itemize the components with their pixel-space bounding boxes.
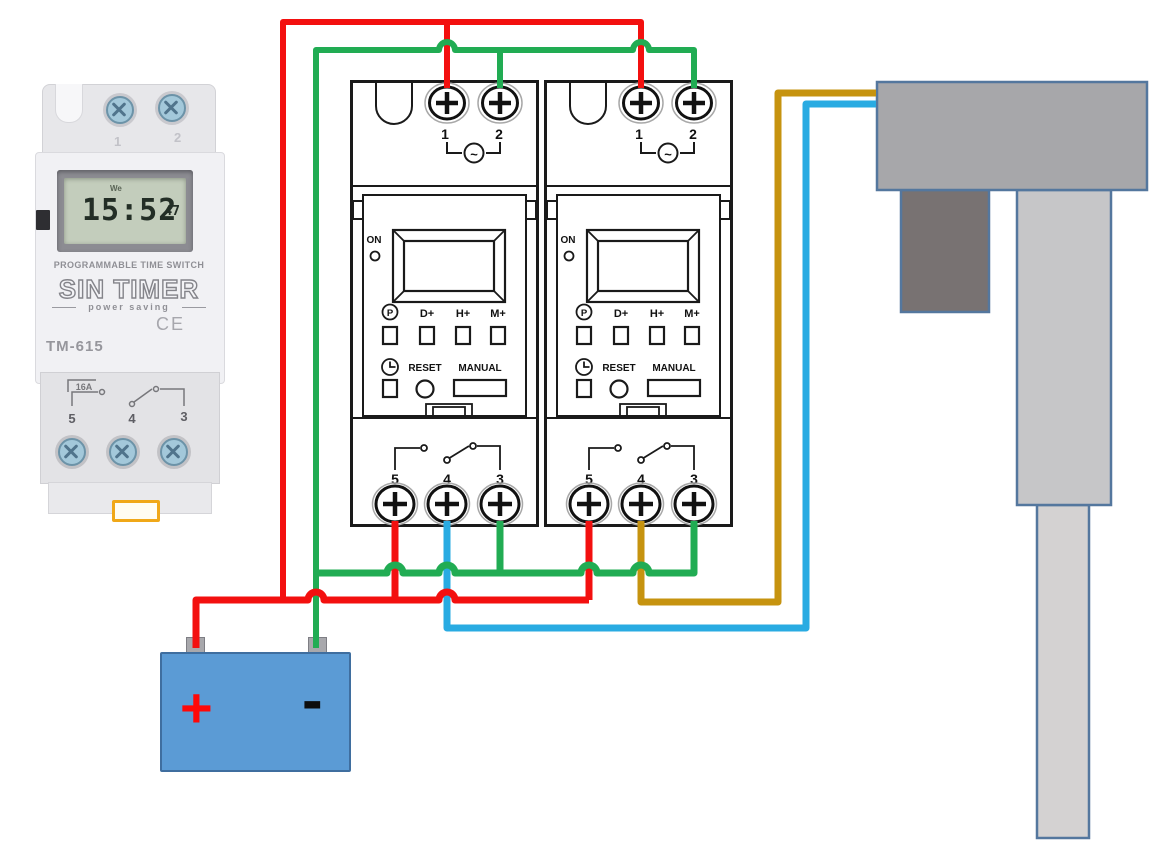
photo-screw-terminal-4 [106, 435, 140, 469]
lcd-seconds: 47 [164, 204, 180, 219]
product-photo: 1 2 We 15:52 47 PROGRAMMABLE TIME SWITCH… [28, 78, 230, 522]
ac-symbol: ~ [470, 147, 478, 162]
minute-label: M+ [684, 308, 700, 320]
program-label: P [581, 308, 588, 319]
wire-red-bus [192, 588, 589, 648]
reset-label: RESET [602, 363, 635, 374]
ac-symbol: ~ [664, 147, 672, 162]
photo-screw-terminal-5 [55, 435, 89, 469]
logo-dash-right [182, 307, 206, 308]
photo-screw-terminal-1 [103, 93, 137, 127]
manual-label: MANUAL [458, 363, 501, 374]
on-label: ON [367, 235, 382, 246]
terminal-2-label: 2 [495, 126, 503, 142]
lcd-time: 15:52 [82, 193, 178, 228]
lcd-day: We [110, 184, 122, 193]
terminal-1-label: 1 [635, 126, 643, 142]
photo-din-notch [55, 84, 83, 123]
logo-dash-left [52, 307, 76, 308]
screw-icon [160, 438, 188, 466]
photo-terminal-2-label: 2 [174, 130, 182, 145]
photo-relay-print: 16A 5 4 3 [67, 379, 188, 426]
photo-din-clip [112, 500, 160, 522]
device-top-box [875, 80, 1149, 192]
photo-screw-terminal-3 [157, 435, 191, 469]
screw-icon [109, 438, 137, 466]
battery: + - [160, 652, 351, 772]
photo-rating-label: 16A [76, 382, 93, 392]
photo-terminal-4-label: 4 [128, 411, 136, 426]
photo-title: PROGRAMMABLE TIME SWITCH [53, 260, 205, 270]
program-label: P [387, 308, 394, 319]
photo-side-switch [36, 210, 50, 230]
day-label: D+ [614, 308, 628, 320]
brand-tagline: power saving [88, 302, 170, 312]
wire-green-bus [316, 521, 698, 577]
photo-terminal-3-label: 3 [180, 409, 187, 424]
device-mast-upper [1015, 188, 1113, 507]
photo-screw-terminal-2 [155, 91, 189, 125]
photo-terminal-1-label: 1 [114, 134, 122, 149]
terminal-1-label: 1 [441, 126, 449, 142]
battery-plus-label: + [180, 676, 213, 739]
photo-lcd-screen: We 15:52 47 [64, 178, 186, 244]
on-label: ON [561, 235, 576, 246]
screw-icon [58, 438, 86, 466]
hour-label: H+ [456, 308, 470, 320]
timer-module-2: 1 2 ~ ON P D+ H+ M+ RESET MANUAL [544, 80, 733, 527]
manual-label: MANUAL [652, 363, 695, 374]
ce-mark: CE [156, 314, 186, 334]
hour-label: H+ [650, 308, 664, 320]
terminal-2-label: 2 [689, 126, 697, 142]
timer-module-1: 1 2 ~ ON P D+ H+ M+ RESET MANUAL [350, 80, 539, 527]
device-motor-box [899, 188, 991, 314]
battery-minus-label: - [302, 666, 323, 735]
screw-icon [106, 96, 134, 124]
screw-icon [158, 94, 186, 122]
device-mast-lower [1035, 503, 1091, 840]
reset-label: RESET [408, 363, 441, 374]
day-label: D+ [420, 308, 434, 320]
model-number: TM-615 [46, 338, 104, 355]
photo-terminal-5-label: 5 [68, 411, 75, 426]
brand-logo: SIN TIMER [58, 273, 200, 304]
minute-label: M+ [490, 308, 506, 320]
